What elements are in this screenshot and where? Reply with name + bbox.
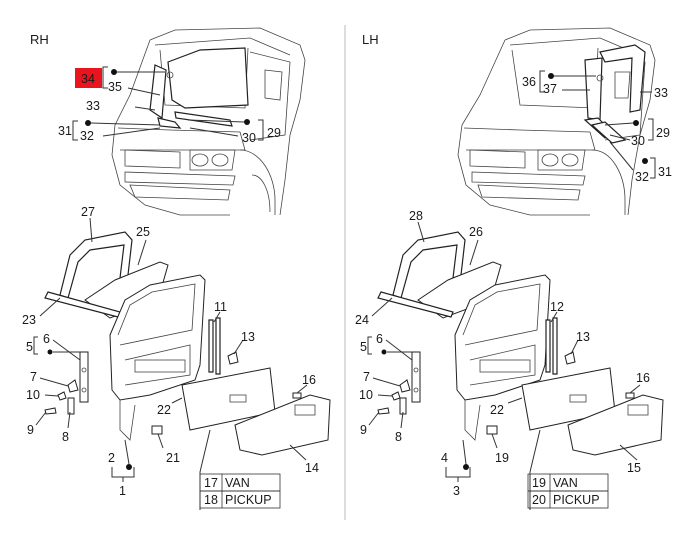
callout-9[interactable]: 9 [27, 423, 34, 437]
callout-33[interactable]: 33 [654, 86, 668, 100]
lh-callouts: 36 37 33 30 29 32 31 [522, 75, 672, 184]
callout-31[interactable]: 31 [658, 165, 672, 179]
callout-4[interactable]: 4 [441, 451, 448, 465]
callout-30[interactable]: 30 [631, 134, 645, 148]
callout-1[interactable]: 1 [119, 484, 126, 498]
callout-36[interactable]: 36 [522, 75, 536, 89]
callout-35[interactable]: 35 [108, 80, 122, 94]
callout-31[interactable]: 31 [58, 124, 72, 138]
callout-22[interactable]: 22 [490, 403, 504, 417]
variant-20-number[interactable]: 20 [532, 493, 546, 507]
lh-variant-legend: 19 VAN 20 PICKUP [527, 473, 609, 509]
rh-variant-legend: 17 VAN 18 PICKUP [199, 473, 281, 509]
callout-26[interactable]: 26 [469, 225, 483, 239]
callout-28[interactable]: 28 [409, 209, 423, 223]
rh-callouts: 34 35 33 31 32 30 29 [58, 72, 281, 145]
lh-door-leaders [367, 221, 641, 510]
callout-16[interactable]: 16 [636, 371, 650, 385]
variant-18-name: PICKUP [225, 493, 272, 507]
callout-5[interactable]: 5 [360, 340, 367, 354]
callout-8[interactable]: 8 [395, 430, 402, 444]
rh-door-drawing [44, 231, 331, 470]
rh-cab-drawing [111, 27, 306, 216]
callout-37[interactable]: 37 [543, 82, 557, 96]
lh-panel: LH [355, 27, 672, 510]
callout-27[interactable]: 27 [81, 205, 95, 219]
callout-12[interactable]: 12 [550, 300, 564, 314]
lh-title: LH [362, 32, 379, 47]
variant-17-name: VAN [225, 476, 250, 490]
callout-7[interactable]: 7 [363, 370, 370, 384]
variant-19-name: VAN [553, 476, 578, 490]
variant-17-number[interactable]: 17 [204, 476, 218, 490]
callout-10[interactable]: 10 [359, 388, 373, 402]
callout-14[interactable]: 14 [305, 461, 319, 475]
callout-33[interactable]: 33 [86, 99, 100, 113]
callout-6[interactable]: 6 [43, 332, 50, 346]
callout-10[interactable]: 10 [26, 388, 40, 402]
rh-door-callouts: 27 25 23 6 5 7 10 9 8 2 1 11 13 22 21 16… [22, 205, 319, 498]
lh-door-drawing [377, 231, 664, 470]
callout-21[interactable]: 21 [166, 451, 180, 465]
callout-5[interactable]: 5 [26, 340, 33, 354]
lh-door-callouts: 28 26 24 6 5 7 10 9 8 4 3 12 13 22 19 16… [355, 209, 650, 498]
variant-18-number[interactable]: 18 [204, 493, 218, 507]
callout-9[interactable]: 9 [360, 423, 367, 437]
rh-panel: RH [22, 27, 331, 510]
lh-cab-drawing [457, 27, 656, 216]
callout-23[interactable]: 23 [22, 313, 36, 327]
callout-13[interactable]: 13 [576, 330, 590, 344]
highlight-part-34[interactable] [75, 68, 102, 88]
lh-top-leaders [539, 70, 656, 179]
callout-15[interactable]: 15 [627, 461, 641, 475]
rh-title: RH [30, 32, 49, 47]
callout-22[interactable]: 22 [157, 403, 171, 417]
callout-25[interactable]: 25 [136, 225, 150, 239]
rh-door-leaders [33, 217, 308, 510]
callout-32[interactable]: 32 [80, 129, 94, 143]
callout-29[interactable]: 29 [267, 126, 281, 140]
callout-13[interactable]: 13 [241, 330, 255, 344]
callout-24[interactable]: 24 [355, 313, 369, 327]
callout-8[interactable]: 8 [62, 430, 69, 444]
callout-7[interactable]: 7 [30, 370, 37, 384]
callout-29[interactable]: 29 [656, 126, 670, 140]
rh-top-leaders [72, 66, 264, 141]
callout-32[interactable]: 32 [635, 170, 649, 184]
callout-3[interactable]: 3 [453, 484, 460, 498]
callout-2[interactable]: 2 [108, 451, 115, 465]
callout-30[interactable]: 30 [242, 131, 256, 145]
callout-16[interactable]: 16 [302, 373, 316, 387]
variant-19-number[interactable]: 19 [532, 476, 546, 490]
callout-6[interactable]: 6 [376, 332, 383, 346]
callout-19[interactable]: 19 [495, 451, 509, 465]
callout-11[interactable]: 11 [214, 300, 227, 314]
variant-20-name: PICKUP [553, 493, 600, 507]
callout-34[interactable]: 34 [81, 72, 95, 86]
